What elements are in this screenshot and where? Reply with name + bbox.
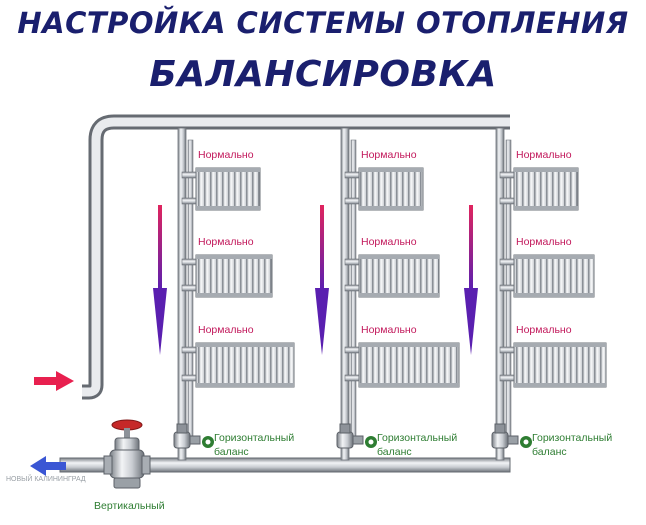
riser-3: НормальноНормальноНормальноГоризонтальны… bbox=[464, 127, 612, 461]
radiator-status-label: Нормально bbox=[361, 149, 417, 161]
vertical-label: Вертикальный bbox=[94, 500, 165, 512]
horizontal-balance-label-2: баланс bbox=[377, 446, 412, 458]
radiator bbox=[358, 342, 460, 388]
flow-arrow-icon bbox=[153, 288, 167, 355]
horizontal-balance-label: Горизонтальный bbox=[377, 432, 457, 444]
riser-2: НормальноНормальноНормальноГоризонтальны… bbox=[315, 127, 460, 461]
radiator bbox=[358, 254, 440, 298]
riser-pipe bbox=[177, 127, 187, 461]
vertical-balance-valve-icon bbox=[103, 419, 151, 489]
horizontal-balance-label-2: баланс bbox=[532, 446, 567, 458]
flow-arrow-shaft bbox=[469, 205, 473, 290]
flow-arrow-shaft bbox=[158, 205, 162, 290]
radiator-status-label: Нормально bbox=[198, 236, 254, 248]
flow-arrow-icon bbox=[315, 288, 329, 355]
radiator bbox=[358, 167, 424, 211]
horizontal-balance-valve-icon bbox=[491, 423, 532, 449]
radiator-status-label: Нормально bbox=[516, 149, 572, 161]
radiator-status-label: Нормально bbox=[516, 324, 572, 336]
supply-arrow-icon bbox=[34, 371, 74, 391]
riser-pipe bbox=[340, 127, 350, 461]
watermark: НОВЫЙ КАЛИНИНГРАД bbox=[6, 474, 86, 483]
radiator-status-label: Нормально bbox=[361, 324, 417, 336]
horizontal-balance-valve-icon bbox=[336, 423, 377, 449]
diagram-title: НАСТРОЙКА СИСТЕМЫ ОТОПЛЕНИЯ bbox=[17, 6, 629, 40]
return-arrow-icon bbox=[30, 456, 66, 476]
radiator-status-label: Нормально bbox=[361, 236, 417, 248]
radiator-status-label: Нормально bbox=[516, 236, 572, 248]
horizontal-balance-label-2: баланс bbox=[214, 446, 249, 458]
horizontal-balance-label: Горизонтальный bbox=[532, 432, 612, 444]
supply-pipe bbox=[91, 117, 510, 385]
diagram-subtitle: БАЛАНСИРОВКА bbox=[149, 54, 497, 95]
flow-arrow-icon bbox=[464, 288, 478, 355]
radiator-status-label: Нормально bbox=[198, 324, 254, 336]
radiator bbox=[195, 254, 273, 298]
radiator-status-label: Нормально bbox=[198, 149, 254, 161]
radiator bbox=[195, 342, 295, 388]
flow-arrow-shaft bbox=[320, 205, 324, 290]
radiator bbox=[195, 167, 261, 211]
radiator bbox=[513, 254, 595, 298]
horizontal-balance-label: Горизонтальный bbox=[214, 432, 294, 444]
radiator bbox=[513, 342, 607, 388]
horizontal-balance-valve-icon bbox=[173, 423, 214, 449]
riser-1: НормальноНормальноНормальноГоризонтальны… bbox=[153, 127, 295, 461]
riser-pipe bbox=[495, 127, 505, 461]
radiator bbox=[513, 167, 579, 211]
